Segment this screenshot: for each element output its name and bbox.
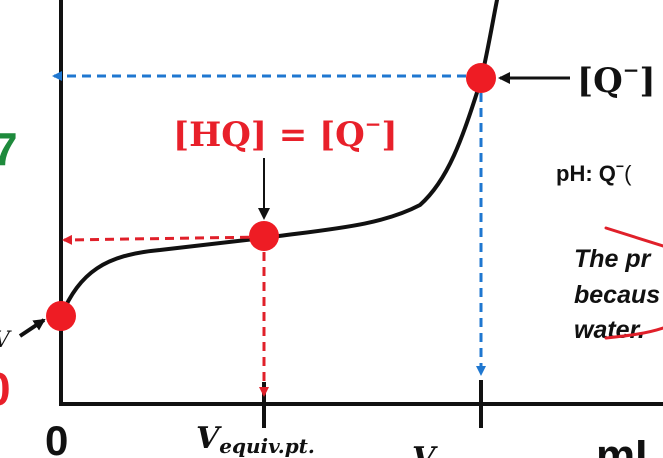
left-letter-v: V: [0, 328, 12, 353]
left-digit-red: 0: [0, 363, 11, 415]
q-minus-label: [Q−]: [577, 58, 656, 101]
x-unit-label: mL: [596, 431, 662, 458]
strike-mark-top: [604, 226, 663, 248]
half-equiv-label: [HQ] = [Q−]: [173, 112, 398, 155]
pointer-arrow-start: [18, 318, 46, 338]
x-origin-label: 0: [45, 417, 68, 458]
left-digit-green: 7: [0, 123, 18, 175]
half-equivalence-point: [249, 221, 279, 251]
v-second-label: V: [412, 441, 438, 458]
half-equiv-horizontal-arrow: [62, 234, 265, 245]
ph-label: pH: Q−(: [556, 158, 632, 186]
note-line-2: becaus: [574, 281, 660, 309]
start-point: [46, 301, 76, 331]
titration-curve: [59, 0, 499, 318]
v-equiv-label: Vequiv.pt.: [196, 421, 315, 458]
note-line-1: The pr: [574, 245, 652, 273]
strike-mark-bottom: [604, 326, 663, 340]
q-minus-point: [466, 63, 496, 93]
note-line-3: water.: [574, 316, 645, 344]
